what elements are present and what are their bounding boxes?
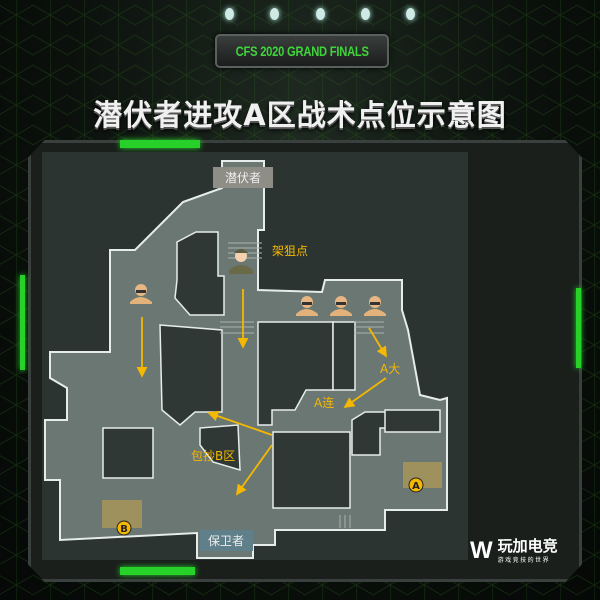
frame-accent-left	[20, 275, 25, 370]
wall-block	[199, 424, 241, 472]
map-walls	[102, 231, 441, 509]
stage-lights	[225, 8, 415, 20]
route-arrow	[207, 410, 273, 436]
wall-block	[102, 427, 154, 479]
route-arrow	[368, 327, 387, 358]
frame-accent-top	[120, 140, 200, 148]
flank-b-label: 包抄B区	[191, 449, 235, 463]
event-banner-text: CFS 2020 GRAND FINALS	[235, 43, 369, 59]
route-arrow	[343, 377, 387, 409]
sniper-soldier-icon	[229, 249, 253, 274]
a-long-label: A大	[380, 362, 400, 376]
stairs	[220, 242, 384, 528]
site-a-label: A	[412, 481, 420, 492]
defender-spawn-box	[200, 530, 253, 551]
sniper-spot-label: 架狙点	[272, 244, 308, 258]
route-arrow	[235, 444, 273, 496]
site-b-label: B	[120, 524, 128, 535]
route-labels: 架狙点 A大 A连 包抄B区	[191, 244, 400, 463]
soldier-icon	[364, 296, 386, 316]
wall-block	[159, 324, 223, 426]
map-floor	[44, 160, 448, 559]
soldier-icon	[130, 284, 152, 304]
site-b-marker	[116, 520, 132, 536]
page-title: 潜伏者进攻A区战术点位示意图	[93, 98, 507, 132]
soldier-icons	[130, 249, 386, 316]
defender-spawn-label: 保卫者	[208, 534, 244, 548]
a-connector-label: A连	[314, 395, 334, 410]
logo-slogan: 游戏竞技的世界	[497, 556, 551, 564]
attacker-spawn-label: 潜伏者	[225, 171, 261, 185]
wall-block	[384, 409, 441, 433]
map-panel: A B 潜伏者 保卫者 架狙点 A大 A连 包抄B区	[42, 152, 468, 560]
wall-block	[332, 321, 356, 391]
brand-logo: W 玩加电竞 游戏竞技的世界	[470, 538, 558, 564]
tactical-map: A B 潜伏者 保卫者 架狙点 A大 A连 包抄B区	[44, 160, 448, 559]
logo-brand: 玩加电竞	[497, 537, 558, 555]
event-banner: CFS 2020 GRAND FINALS	[215, 34, 389, 68]
soldier-icon	[330, 296, 352, 316]
wall-block	[272, 431, 351, 509]
route-arrows	[136, 289, 387, 496]
soldier-icon	[296, 296, 318, 316]
frame-accent-right	[576, 288, 581, 368]
frame-accent-bottom	[120, 567, 195, 575]
site-a-marker	[408, 477, 424, 493]
logo-w-icon: W	[470, 536, 493, 564]
wall-block	[174, 231, 225, 316]
attacker-spawn-box	[213, 167, 273, 188]
